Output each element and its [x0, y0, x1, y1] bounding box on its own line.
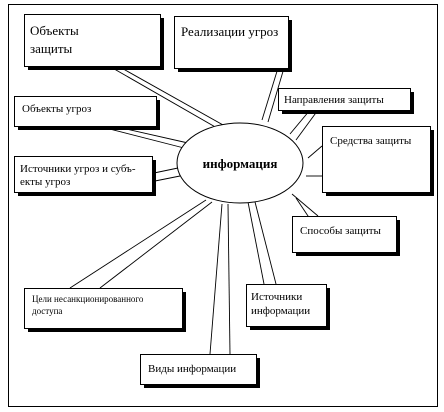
node-box [24, 288, 183, 329]
node-box [246, 284, 327, 327]
node-label-line: Объекты угроз [22, 103, 91, 115]
node-threat-realizations: Реализации угроз [174, 16, 292, 72]
center-node: информация [176, 122, 304, 204]
node-information-types: Виды информации [140, 354, 260, 388]
node-label-line: Объекты [30, 23, 79, 38]
node-protection-methods: Способы защиты [292, 216, 400, 256]
center-ellipse [176, 122, 304, 204]
connector-information-sources [247, 197, 277, 285]
node-box [322, 126, 431, 193]
connector-protection-means [306, 145, 323, 177]
node-information-sources: Источники информации [246, 284, 330, 330]
connector-protection-directions [289, 109, 319, 141]
node-threat-sources-subjects: Источники угроз и субъ-екты угроз [14, 156, 156, 196]
connector-protection-objects [108, 65, 233, 133]
node-label-line: Способы защиты [300, 225, 382, 237]
node-label-line: екты угроз [20, 176, 70, 188]
node-protection-means: Средства защиты [322, 126, 434, 196]
node-label-line: Виды информации [148, 363, 236, 375]
node-label-line: доступа [32, 306, 62, 316]
node-label-line: информации [251, 305, 310, 317]
node-label-line: Реализации угроз [181, 24, 278, 39]
node-threat-objects: Объекты угроз [14, 96, 160, 130]
node-box [14, 156, 153, 193]
node-label-line: Направления защиты [284, 94, 384, 106]
center-label: информация [203, 156, 278, 171]
node-box [278, 88, 411, 111]
node-label-line: Источники [251, 291, 302, 303]
node-box [14, 96, 157, 127]
nodes: Объекты защиты Реализации угрозНаправления… [14, 14, 434, 388]
node-label-line: Источники угроз и субъ- [20, 163, 136, 175]
node-unauthorized-access-goals: Цели несанкционированного доступа [24, 288, 186, 332]
node-label-line: защиты [30, 41, 73, 56]
connector-information-types [209, 203, 231, 355]
connector-unauthorized-access-goals [69, 199, 213, 289]
node-box [174, 16, 289, 69]
node-label-line: Средства защиты [330, 135, 412, 147]
outer-frame [8, 4, 438, 407]
node-box [292, 216, 397, 253]
node-box [24, 14, 161, 67]
node-box [140, 354, 257, 385]
node-protection-objects: Объекты защиты [24, 14, 164, 70]
node-label-line: Цели несанкционированного [32, 294, 144, 304]
connector-threat-realizations [261, 67, 285, 123]
node-protection-directions: Направления защиты [278, 88, 414, 114]
